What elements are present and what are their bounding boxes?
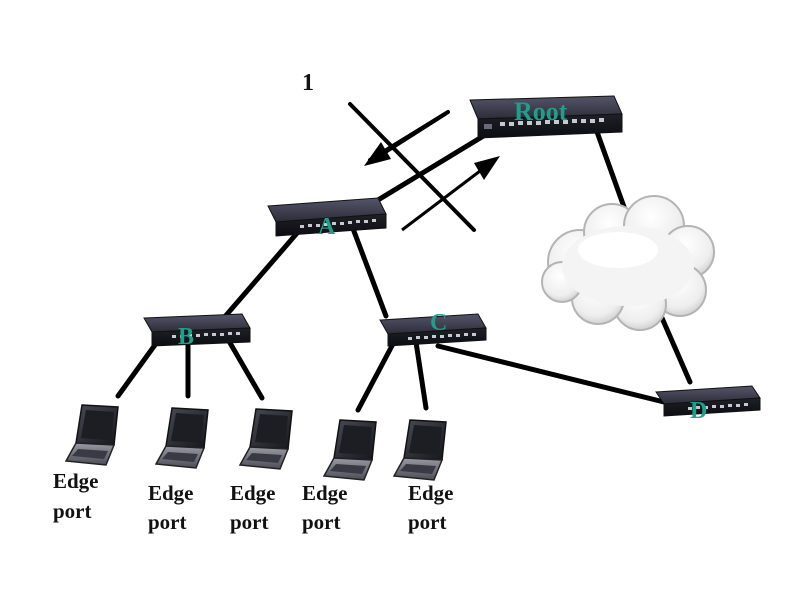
edge-port-label-line2: port bbox=[302, 510, 341, 534]
link-root-cloud bbox=[589, 115, 631, 221]
link-root-a bbox=[375, 129, 493, 203]
edge-port-label-line1: Edge bbox=[302, 481, 348, 505]
edge-port-label-3: Edge port bbox=[230, 481, 276, 534]
switch-label-b: B bbox=[178, 324, 194, 350]
edge-port-label-line1: Edge bbox=[408, 481, 454, 505]
laptop-3 bbox=[238, 408, 293, 470]
arrow-toward-a bbox=[379, 112, 447, 158]
marker-label: 1 bbox=[302, 70, 314, 96]
network-switch-icon bbox=[267, 197, 387, 237]
switch-label-c: C bbox=[430, 310, 447, 336]
link-a-b bbox=[219, 229, 301, 323]
edge-port-label-5: Edge port bbox=[408, 481, 454, 534]
bpdu-arrows bbox=[364, 112, 500, 232]
link-c-laptop-5 bbox=[413, 339, 429, 411]
link-c-d bbox=[435, 343, 675, 407]
arrowhead-toward-root bbox=[474, 156, 500, 180]
edge-port-label-line2: port bbox=[230, 510, 269, 534]
edge-port-label-line1: Edge bbox=[148, 481, 194, 505]
switch-b: B bbox=[143, 313, 251, 350]
switch-c: C bbox=[379, 310, 487, 347]
edge-port-label-4: Edge port bbox=[302, 481, 348, 534]
arrowhead-toward-a bbox=[364, 142, 391, 166]
edge-port-label-line2: port bbox=[408, 510, 447, 534]
laptop-icon bbox=[238, 408, 293, 470]
network-cloud-icon bbox=[541, 195, 715, 331]
switch-label-a: A bbox=[318, 214, 336, 240]
link-a-c bbox=[349, 223, 389, 319]
network-switch-icon bbox=[143, 313, 251, 347]
laptop-5 bbox=[392, 419, 447, 481]
edge-port-label-line2: port bbox=[148, 510, 187, 534]
edge-port-label-2: Edge port bbox=[148, 481, 194, 534]
laptop-2 bbox=[154, 407, 209, 469]
link-b-laptop-3 bbox=[223, 333, 265, 401]
switch-d: D bbox=[655, 385, 761, 424]
switch-root: Root bbox=[469, 95, 623, 139]
link-cloud-d bbox=[659, 315, 693, 385]
network-switch-icon bbox=[655, 385, 761, 417]
network-switch-icon bbox=[379, 313, 487, 347]
switch-label-root: Root bbox=[514, 97, 568, 126]
link-b-laptop-1 bbox=[115, 335, 163, 399]
switch-label-d: D bbox=[690, 398, 707, 424]
laptop-4 bbox=[322, 419, 377, 481]
network-switch-icon bbox=[469, 95, 623, 139]
edge-port-label-1: Edge port bbox=[53, 469, 99, 523]
edge-port-label-line1: Edge bbox=[53, 469, 99, 493]
edge-port-label-line2: port bbox=[53, 499, 92, 523]
laptop-icon bbox=[154, 407, 209, 469]
laptop-icon bbox=[392, 419, 447, 481]
laptop-icon bbox=[64, 404, 119, 466]
arrow-toward-root bbox=[401, 166, 485, 232]
link-c-laptop-4 bbox=[355, 339, 397, 413]
network-links bbox=[115, 115, 693, 413]
edge-port-label-line1: Edge bbox=[230, 481, 276, 505]
switch-a: A bbox=[267, 197, 387, 240]
laptop-1 bbox=[64, 404, 119, 466]
laptop-icon bbox=[322, 419, 377, 481]
